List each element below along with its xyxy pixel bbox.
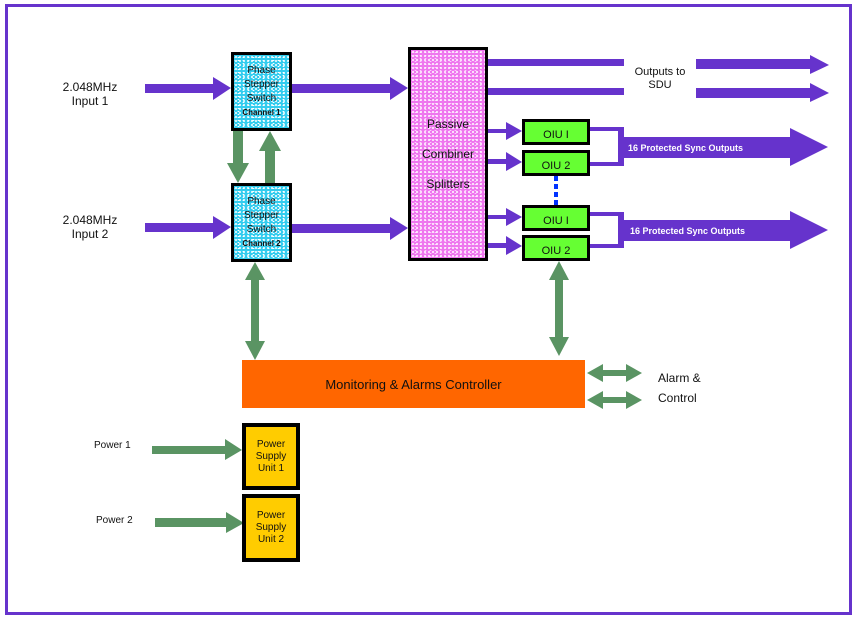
power-2-label: Power 2 xyxy=(96,515,133,526)
combiner-to-oiu2-arrow xyxy=(488,152,522,171)
pss2-controller-link xyxy=(245,262,265,360)
alarm-control-arrow-2 xyxy=(587,391,642,409)
signal-arrows xyxy=(145,55,829,255)
oiu-label: OIU 2 xyxy=(541,160,571,172)
combiner-line3: Splitters xyxy=(426,177,470,191)
oiu-2-group-a[interactable]: OIU 2 xyxy=(522,150,590,176)
combiner-to-oiu3-arrow xyxy=(488,208,522,226)
input-2-arrow xyxy=(145,216,231,239)
power-1-label: Power 1 xyxy=(94,440,131,451)
alarm-control-line1: Alarm & xyxy=(658,371,701,385)
sdu-output-line-2a xyxy=(488,88,624,95)
pss1-to-combiner-arrow xyxy=(292,77,408,100)
sdu-outputs-line2: SDU xyxy=(648,79,672,92)
sync-output-bracket-1 xyxy=(590,127,624,166)
alarm-control-label: Alarm & Control xyxy=(658,368,701,408)
pss2-to-combiner-arrow xyxy=(292,217,408,240)
passive-combiner-splitters[interactable]: Passive Combiner Splitters xyxy=(408,47,488,261)
oiu-1-group-a[interactable]: OIU I xyxy=(522,119,590,145)
diagram-frame xyxy=(5,4,852,615)
psu1-line1: Power xyxy=(256,438,286,450)
oiu-1-group-b[interactable]: OIU I xyxy=(522,205,590,231)
alarm-control-arrow-1 xyxy=(587,364,642,382)
sdu-outputs-line1: Outputs to xyxy=(634,66,686,78)
pss2-line3: Switch xyxy=(246,223,277,235)
oiu-label: OIU 2 xyxy=(541,245,571,257)
oiu-label: OIU I xyxy=(543,215,569,227)
pss1-line2: Stepper xyxy=(243,78,280,90)
sync-outputs-label-2: 16 Protected Sync Outputs xyxy=(630,226,746,236)
phase-stepper-switch-channel-2[interactable]: Phase Stepper Switch Channel 2 xyxy=(231,183,292,262)
psu1-line2: Supply xyxy=(255,450,287,462)
pss1-line3: Switch xyxy=(246,92,277,104)
input-2-frequency: 2.048MHz xyxy=(62,213,118,227)
sdu-output-line-1a xyxy=(488,59,624,66)
pss1-to-pss2-arrow xyxy=(227,131,249,183)
alarm-control-line2: Control xyxy=(658,391,697,405)
combiner-line2: Combiner xyxy=(421,147,475,161)
sync-output-bracket-2 xyxy=(590,212,624,248)
combiner-line1: Passive xyxy=(426,117,470,131)
pss1-line1: Phase xyxy=(247,64,276,76)
controller-label: Monitoring & Alarms Controller xyxy=(325,376,502,392)
sdu-output-arrow-2 xyxy=(696,83,829,102)
input-1-frequency: 2.048MHz xyxy=(62,80,118,94)
input-2-label: 2.048MHz Input 2 xyxy=(55,213,125,242)
psu2-line2: Supply xyxy=(255,522,287,533)
power-supply-unit-1[interactable]: Power Supply Unit 1 xyxy=(242,423,300,490)
input-1-label: 2.048MHz Input 2 Input 1 xyxy=(55,80,125,109)
monitoring-alarms-controller[interactable]: Monitoring & Alarms Controller xyxy=(242,360,585,408)
psu1-line3: Unit 1 xyxy=(257,462,285,474)
power-supply-unit-2[interactable]: Power Supply Unit 2 xyxy=(242,494,300,562)
pss1-channel: Channel 1 xyxy=(242,107,281,117)
power-2-arrow xyxy=(155,512,244,533)
pss2-line2: Stepper xyxy=(243,209,280,221)
sync-output-arrow-2 xyxy=(618,211,828,249)
control-arrows xyxy=(152,131,642,533)
combiner-to-oiu1-arrow xyxy=(488,122,522,140)
oiu-controller-link xyxy=(549,261,569,356)
pss2-to-pss1-arrow xyxy=(259,131,281,183)
sdu-output-arrow-1 xyxy=(696,55,829,74)
input-1-title: Input 1 xyxy=(71,94,109,109)
psu2-line3: Unit 2 xyxy=(257,534,285,545)
combiner-to-oiu4-arrow xyxy=(488,236,522,255)
sync-output-arrow-1 xyxy=(618,128,828,166)
pss2-channel: Channel 2 xyxy=(242,238,281,248)
input-2-title: Input 2 xyxy=(71,227,109,242)
phase-stepper-switch-channel-1[interactable]: Phase Stepper Switch Channel 1 xyxy=(231,52,292,131)
power-1-arrow xyxy=(152,439,242,460)
input-1-arrow xyxy=(145,77,231,100)
pss2-line1: Phase xyxy=(247,195,276,207)
sdu-outputs-label: Outputs to SDU xyxy=(624,66,696,92)
oiu-2-group-b[interactable]: OIU 2 xyxy=(522,235,590,261)
sync-outputs-label-1: 16 Protected Sync Outputs xyxy=(628,143,744,153)
oiu-label: OIU I xyxy=(543,129,569,141)
psu2-line1: Power xyxy=(256,510,286,521)
